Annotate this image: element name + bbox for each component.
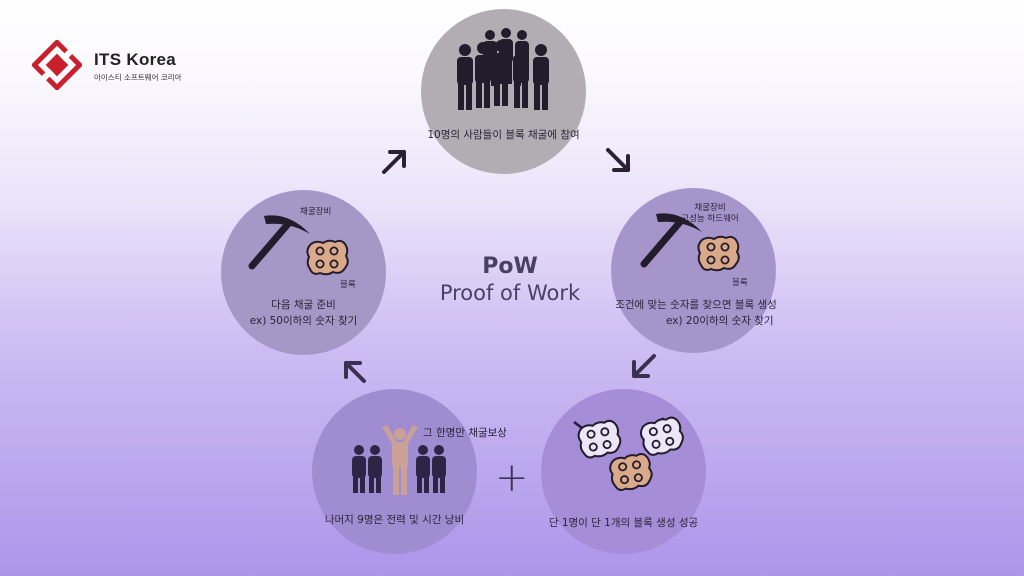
reward-label: 그 한명만 채굴보상	[423, 427, 507, 439]
its-korea-logo-icon	[32, 40, 82, 90]
right-tool-label-1: 채굴장비	[694, 203, 726, 213]
node-next-round	[221, 190, 386, 355]
bottom-left-caption: 나머지 9명은 전력 및 시간 낭비	[324, 514, 465, 526]
left-block-label: 블록	[340, 280, 356, 290]
right-caption-2: ex) 20이하의 숫자 찾기	[666, 315, 774, 327]
plus-symbol: +	[495, 455, 529, 501]
participants-caption: 10명의 사람들이 블록 채굴에 참여	[427, 129, 580, 141]
block-icon	[697, 235, 740, 272]
left-tool-label: 채굴장비	[300, 207, 332, 217]
pow-title: PoW	[482, 254, 538, 279]
pow-subtitle: Proof of Work	[439, 281, 581, 305]
right-tool-label-2: 고성능 하드웨어	[681, 214, 739, 224]
pickaxe-icon	[248, 215, 310, 270]
right-block-label: 블록	[732, 278, 748, 288]
brand-name: ITS Korea	[94, 50, 177, 69]
bottom-right-caption: 단 1명이 단 1개의 블록 생성 성공	[548, 517, 699, 529]
arrow-down-right-icon	[606, 148, 630, 172]
blocks-icon	[573, 416, 684, 492]
pickaxe-icon	[640, 213, 702, 268]
brand-logo: ITS Korea 아이스티 소프트웨어 코리아	[32, 40, 242, 92]
block-icon	[306, 239, 349, 276]
left-caption-1: 다음 채굴 준비	[271, 299, 336, 311]
right-caption-1: 조건에 맞는 숫자를 찾으면 블록 생성	[615, 299, 777, 311]
arrow-up-right-icon	[382, 150, 406, 174]
left-caption-2: ex) 50이하의 숫자 찾기	[249, 315, 358, 327]
arrow-up-left-icon	[344, 361, 366, 383]
brand-tagline: 아이스티 소프트웨어 코리아	[94, 73, 182, 82]
people-winner-icon	[352, 425, 446, 495]
pow-label: PoW Proof of Work	[420, 254, 600, 305]
arrow-down-left-icon	[632, 354, 656, 378]
crowd-icon	[457, 28, 549, 110]
node-mining	[611, 188, 776, 353]
